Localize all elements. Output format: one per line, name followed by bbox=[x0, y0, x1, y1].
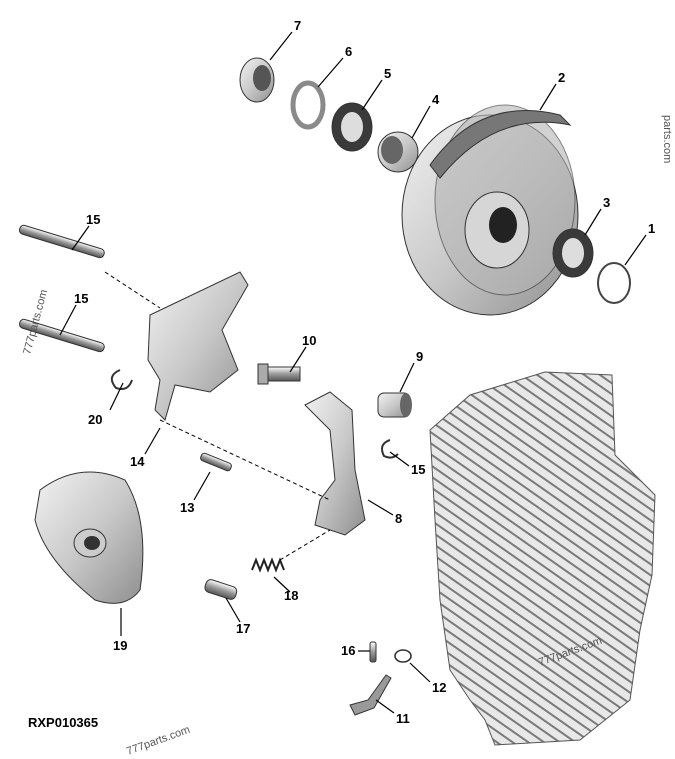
callout-2: 2 bbox=[558, 70, 565, 85]
callout-9: 9 bbox=[416, 349, 423, 364]
part-21-clip bbox=[110, 369, 133, 390]
callout-15-upper: 15 bbox=[86, 212, 100, 227]
part-5-needle-bearing bbox=[331, 102, 373, 152]
callout-14: 14 bbox=[130, 454, 145, 469]
part-13-pin bbox=[200, 452, 232, 472]
part-8-lever-bracket bbox=[304, 391, 366, 536]
callout-17: 16 bbox=[341, 643, 355, 658]
callout-6: 6 bbox=[345, 44, 352, 59]
callout-19: 18 bbox=[284, 588, 298, 603]
part-18-dowel bbox=[204, 579, 238, 600]
callout-11: 11 bbox=[396, 711, 410, 726]
watermark-right-edge: parts.com bbox=[661, 115, 673, 163]
part-3-needle-bearing bbox=[552, 228, 594, 278]
part-11-bracket bbox=[349, 674, 392, 716]
callout-4: 4 bbox=[432, 92, 440, 107]
part-14-fork-plate bbox=[147, 271, 249, 421]
callout-7: 7 bbox=[294, 18, 301, 33]
callout-10: 10 bbox=[302, 333, 316, 348]
callout-3: 3 bbox=[603, 195, 610, 210]
part-6-ring bbox=[290, 80, 326, 130]
callout-18: 17 bbox=[236, 621, 250, 636]
callout-20: 19 bbox=[113, 638, 127, 653]
diagram-reference-code: RXP010365 bbox=[28, 715, 98, 730]
callout-12: 12 bbox=[432, 680, 446, 695]
watermark-bottom: 777parts.com bbox=[125, 724, 192, 758]
part-20-cover-plate bbox=[34, 471, 144, 604]
part-16-circlip bbox=[381, 439, 399, 459]
part-7-bearing bbox=[239, 57, 275, 103]
callout-5: 5 bbox=[384, 66, 391, 81]
part-15-pin-upper bbox=[18, 224, 105, 259]
callout-13: 13 bbox=[180, 500, 194, 515]
callout-21: 20 bbox=[88, 412, 102, 427]
part-1-o-ring bbox=[597, 262, 631, 304]
part-9-bushing bbox=[377, 392, 412, 418]
part-12-o-ring bbox=[394, 649, 412, 663]
crankcase-housing bbox=[429, 371, 656, 746]
part-19-spring bbox=[251, 557, 285, 573]
callout-8: 8 bbox=[395, 511, 402, 526]
callout-1: 1 bbox=[648, 221, 655, 236]
part-17-pin bbox=[369, 641, 377, 663]
part-15-pin-lower bbox=[18, 318, 105, 353]
part-2-gear-drum bbox=[401, 104, 579, 316]
part-4-sleeve bbox=[377, 131, 419, 173]
callout-15-lower: 15 bbox=[74, 291, 88, 306]
callout-16: 15 bbox=[411, 462, 425, 477]
